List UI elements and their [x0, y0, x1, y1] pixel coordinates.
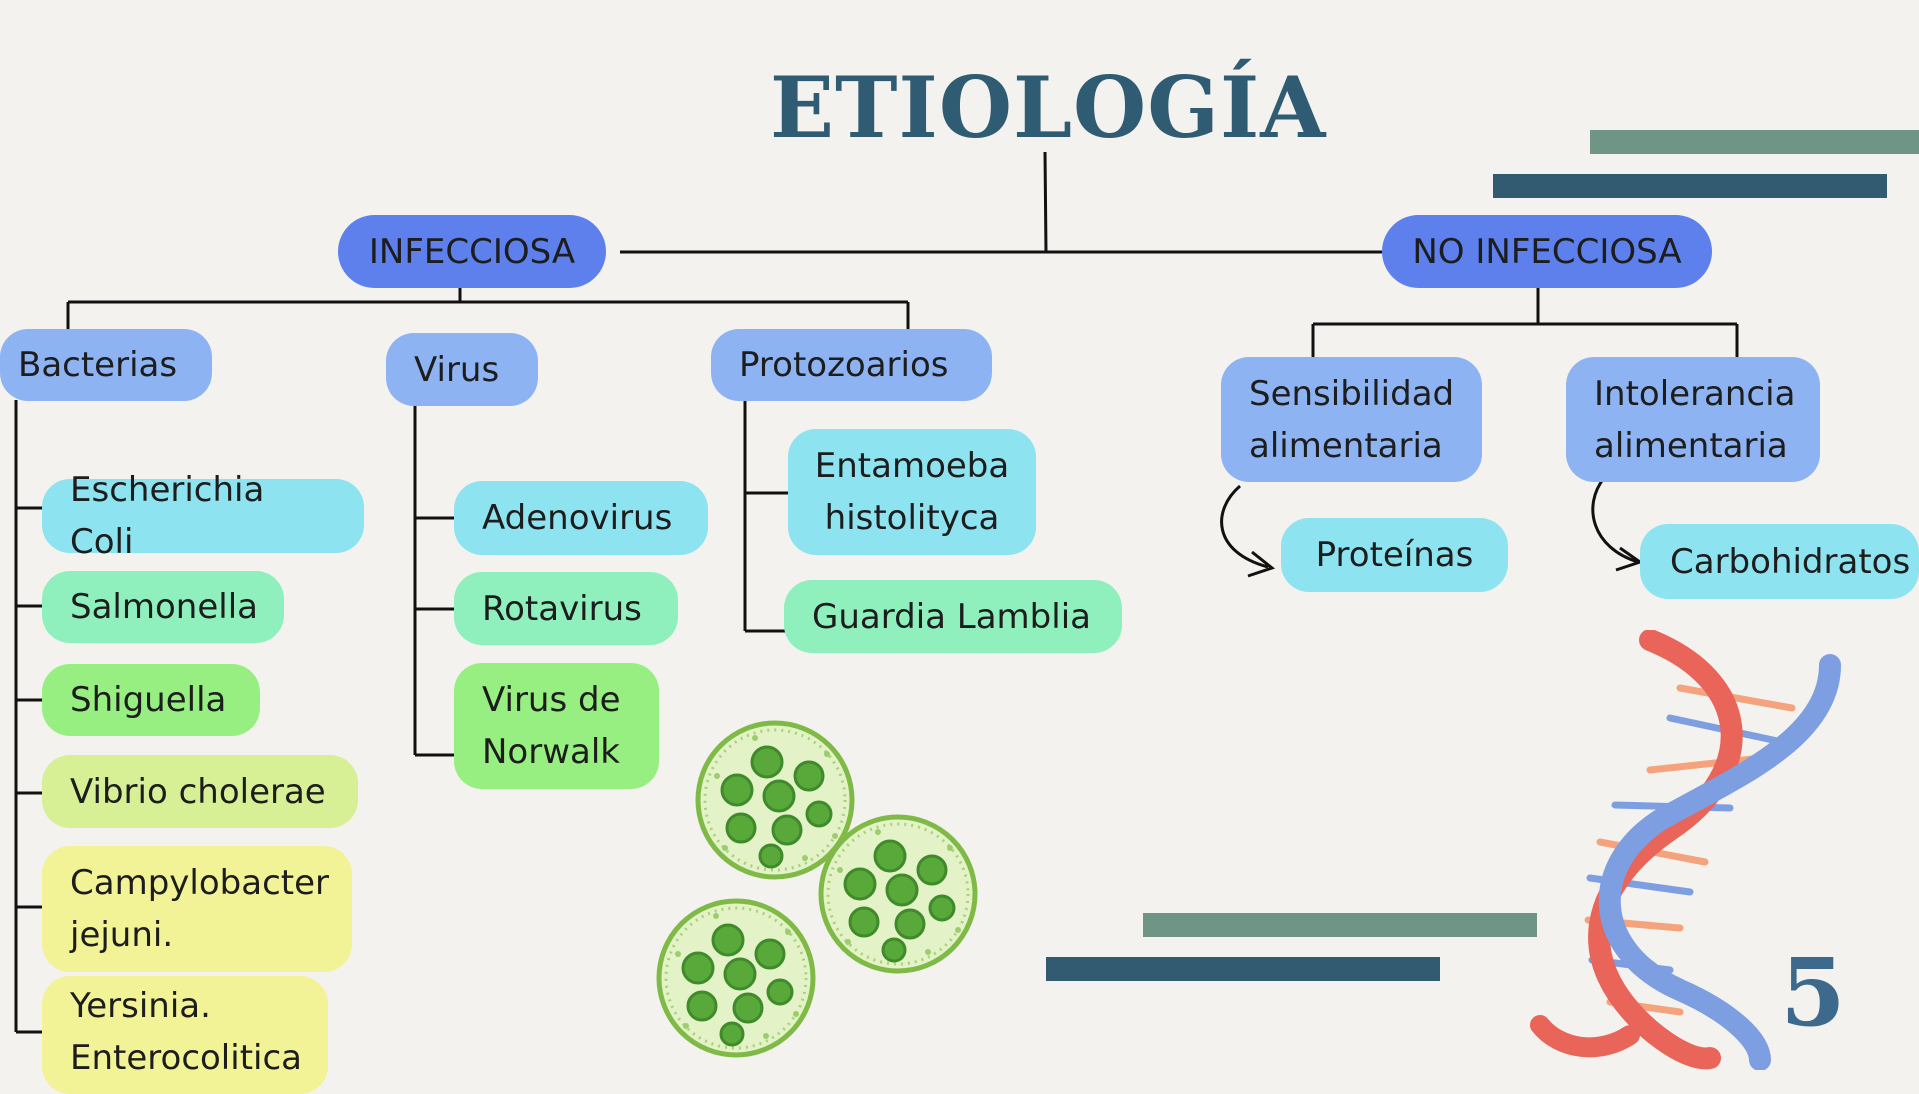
node-intolerancia: Intolerancia alimentaria [1566, 357, 1820, 482]
page-number: 5 [1780, 938, 1846, 1048]
bacteria-item: Campylobacter jejuni. [42, 846, 352, 972]
node-bacterias: Bacterias [0, 329, 212, 401]
bacteria-item: Escherichia Coli [42, 470, 364, 562]
node-no-infecciosa: NO INFECCIOSA [1382, 215, 1712, 288]
protozoa-item: Entamoeba histolityca [788, 429, 1036, 555]
decorative-bar [1493, 174, 1887, 198]
bacteria-item: Vibrio cholerae [42, 755, 358, 828]
virus-item: Rotavirus [454, 572, 678, 645]
decorative-bar [1046, 957, 1440, 981]
decorative-bar [1143, 913, 1537, 937]
bacteria-item: Salmonella [42, 571, 284, 643]
bacteria-item: Shiguella [42, 664, 260, 736]
node-sensibilidad: Sensibilidad alimentaria [1221, 357, 1482, 482]
virus-item: Virus de Norwalk [454, 663, 659, 789]
virus-item: Adenovirus [454, 481, 708, 555]
node-virus: Virus [386, 333, 538, 406]
microbe-cells-illustration [655, 718, 985, 1058]
dna-helix-illustration [1530, 630, 1841, 1070]
node-infecciosa: INFECCIOSA [338, 215, 606, 288]
protozoa-item: Guardia Lamblia [784, 580, 1122, 653]
page-title: ETIOLOGÍA [770, 58, 1327, 157]
item-carbohidratos: Carbohidratos [1640, 524, 1919, 599]
item-proteinas: Proteínas [1281, 518, 1508, 592]
bacteria-item: Yersinia. Enterocolitica [42, 976, 328, 1094]
decorative-bar [1590, 130, 1919, 154]
node-protozoarios: Protozoarios [711, 329, 992, 401]
